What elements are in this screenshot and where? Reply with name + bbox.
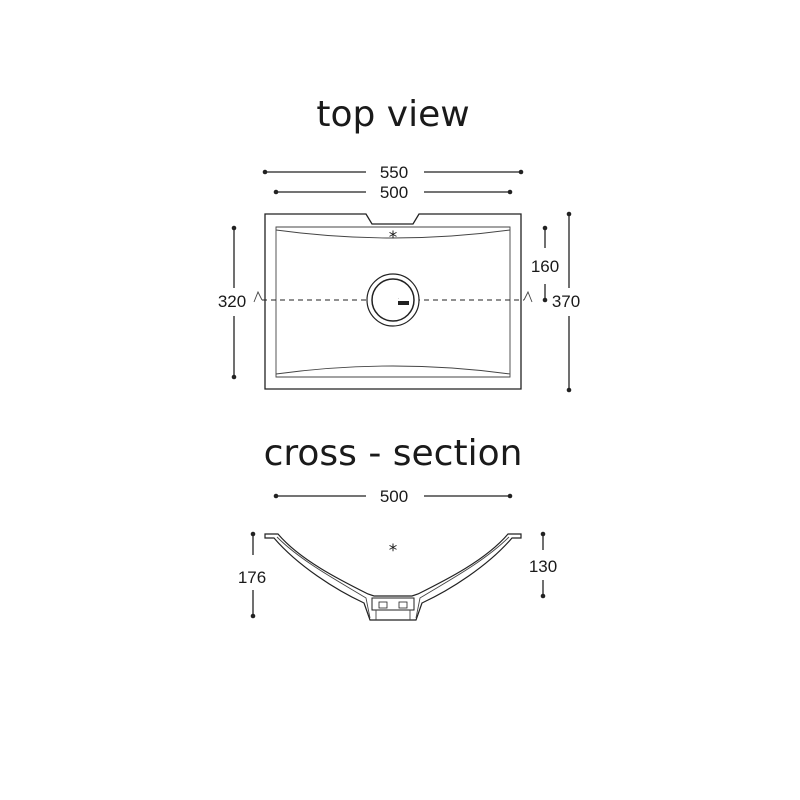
dimension-left-height: 320	[218, 225, 246, 380]
section-center-mark: *	[389, 541, 398, 561]
dimension-section-left: 176	[238, 531, 266, 619]
dimension-right-inner: 160	[531, 225, 559, 303]
dim-label-176: 176	[238, 568, 266, 587]
dim-label-370: 370	[552, 292, 580, 311]
dimension-section-width: 500	[273, 487, 513, 506]
dimension-inner-width: 500	[273, 183, 513, 202]
dim-label-500-section: 500	[380, 487, 408, 506]
dim-label-160: 160	[531, 257, 559, 276]
dim-label-320: 320	[218, 292, 246, 311]
drain-icon: ·	[366, 273, 420, 327]
basin-top-outline	[264, 213, 522, 390]
svg-text:·: ·	[398, 296, 399, 301]
dim-label-130: 130	[529, 557, 557, 576]
top-center-mark: *	[389, 228, 398, 248]
top-view-title: top view	[316, 94, 469, 135]
cross-section-title: cross - section	[264, 433, 523, 474]
dimension-outer-width: 550	[262, 163, 524, 182]
basin-section-profile	[264, 533, 522, 621]
dimension-section-right: 130	[529, 531, 557, 599]
dim-label-550: 550	[380, 163, 408, 182]
dimension-right-outer: 370	[552, 211, 580, 393]
dim-label-500: 500	[380, 183, 408, 202]
